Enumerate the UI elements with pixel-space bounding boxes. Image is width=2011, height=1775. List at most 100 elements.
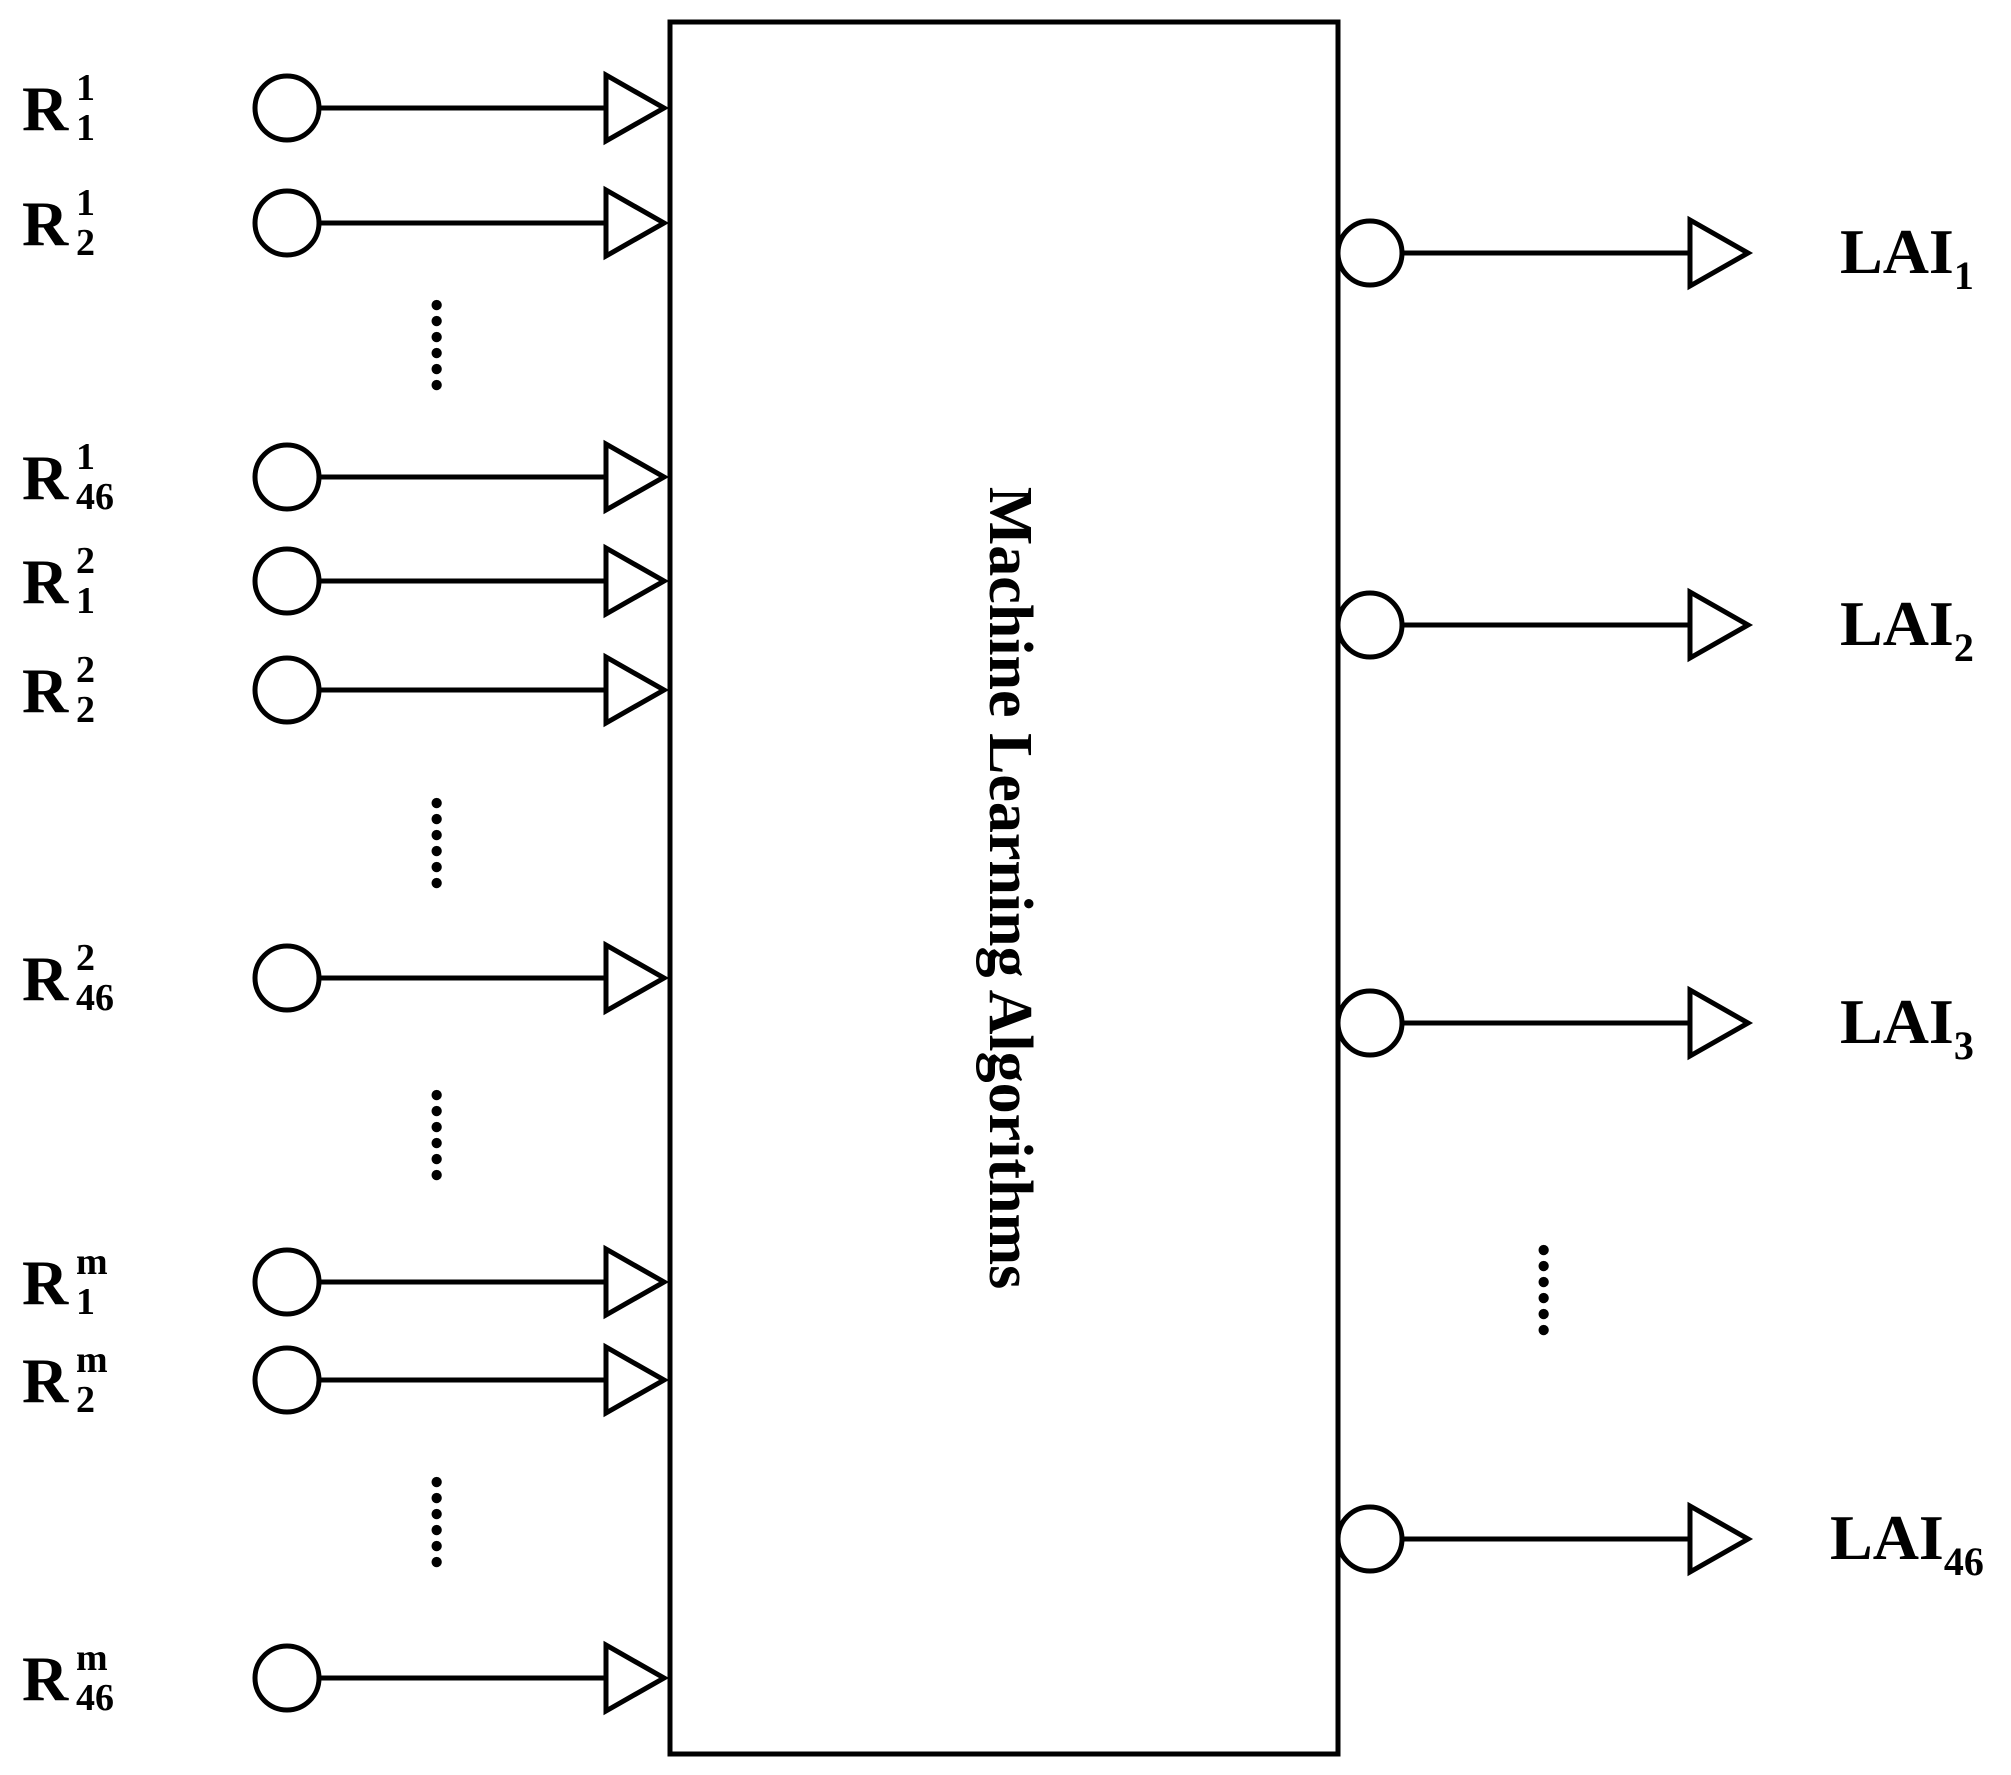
output-row: LAI2 — [1335, 587, 1974, 670]
box-label: Machine Learning Algorithms — [976, 487, 1044, 1290]
svg-text:......: ...... — [418, 795, 489, 891]
input-label-sub: 1 — [76, 580, 95, 622]
output-label-sub: 3 — [1954, 1023, 1974, 1068]
output-row: LAI1 — [1335, 215, 1974, 298]
output-label: LAI3 — [1840, 986, 1974, 1068]
svg-text:......: ...... — [418, 297, 489, 393]
input-node-circle — [252, 188, 322, 258]
ml-box — [667, 19, 1341, 1757]
input-label-sub: 2 — [76, 1379, 95, 1421]
input-label-sup: 1 — [76, 182, 95, 224]
input-label-sup: m — [76, 1637, 108, 1679]
input-arrow-icon — [603, 543, 670, 619]
output-label-base: LAI — [1840, 986, 1954, 1057]
input-ellipsis-1: ...... — [418, 297, 489, 393]
input-arrow-icon — [603, 940, 670, 1016]
output-label: LAI2 — [1840, 588, 1974, 670]
input-ellipsis-2: ...... — [418, 795, 489, 891]
input-label-sup: 2 — [76, 649, 95, 691]
output-node-circle — [1335, 590, 1405, 660]
output-node-circle — [1335, 218, 1405, 288]
output-label: LAI1 — [1840, 216, 1974, 298]
input-label-sub: 2 — [76, 689, 95, 731]
input-label-base: R — [22, 1643, 69, 1714]
input-arrow-icon — [603, 439, 670, 515]
output-label-base: LAI — [1840, 588, 1954, 659]
input-label-sup: 2 — [76, 937, 95, 979]
input-node-circle — [252, 655, 322, 725]
input-arrow-icon — [603, 1640, 670, 1716]
output-label-sub: 1 — [1954, 253, 1974, 298]
input-arrow-icon — [603, 70, 670, 146]
input-label-base: R — [22, 655, 69, 726]
input-node-circle — [252, 546, 322, 616]
output-arrow-icon — [1687, 1501, 1754, 1577]
input-label-sup: 1 — [76, 67, 95, 109]
input-label-base: R — [22, 73, 69, 144]
output-label-base: LAI — [1840, 216, 1954, 287]
input-label-sup: 1 — [76, 436, 95, 478]
output-node-circle — [1335, 1504, 1405, 1574]
input-node-circle — [252, 442, 322, 512]
output-label-sub: 46 — [1944, 1539, 1984, 1584]
input-ellipsis-3: ...... — [418, 1087, 489, 1183]
input-arrow-icon — [603, 1244, 670, 1320]
input-label-base: R — [22, 442, 69, 513]
input-node-circle — [252, 1247, 322, 1317]
input-label-base: R — [22, 546, 69, 617]
output-ellipsis: ...... — [1525, 1242, 1596, 1338]
output-row: LAI46 — [1335, 1501, 1984, 1584]
input-arrow-icon — [603, 652, 670, 728]
input-node-circle — [252, 73, 322, 143]
input-label-sub: 1 — [76, 1281, 95, 1323]
input-label-sub: 46 — [76, 1677, 114, 1719]
output-node-circle — [1335, 988, 1405, 1058]
output-label: LAI46 — [1830, 1502, 1984, 1584]
output-label-base: LAI — [1830, 1502, 1944, 1573]
input-label-sub: 46 — [76, 476, 114, 518]
input-label-sub: 1 — [76, 107, 95, 149]
output-row: LAI3 — [1335, 985, 1974, 1068]
input-ellipsis-4: ...... — [418, 1474, 489, 1570]
output-arrow-icon — [1687, 215, 1754, 291]
output-label-sub: 2 — [1954, 625, 1974, 670]
input-arrow-icon — [603, 1342, 670, 1418]
input-label-sup: m — [76, 1241, 108, 1283]
input-label-sup: m — [76, 1339, 108, 1381]
output-arrow-icon — [1687, 587, 1754, 663]
input-arrow-icon — [603, 185, 670, 261]
svg-text:......: ...... — [418, 1474, 489, 1570]
input-label-sup: 2 — [76, 540, 95, 582]
input-node-circle — [252, 943, 322, 1013]
input-label-sub: 2 — [76, 222, 95, 264]
input-node-circle — [252, 1345, 322, 1415]
input-label-base: R — [22, 943, 69, 1014]
input-label-base: R — [22, 188, 69, 259]
input-node-circle — [252, 1643, 322, 1713]
input-label-base: R — [22, 1247, 69, 1318]
input-label-base: R — [22, 1345, 69, 1416]
svg-text:......: ...... — [1525, 1242, 1596, 1338]
svg-text:......: ...... — [418, 1087, 489, 1183]
